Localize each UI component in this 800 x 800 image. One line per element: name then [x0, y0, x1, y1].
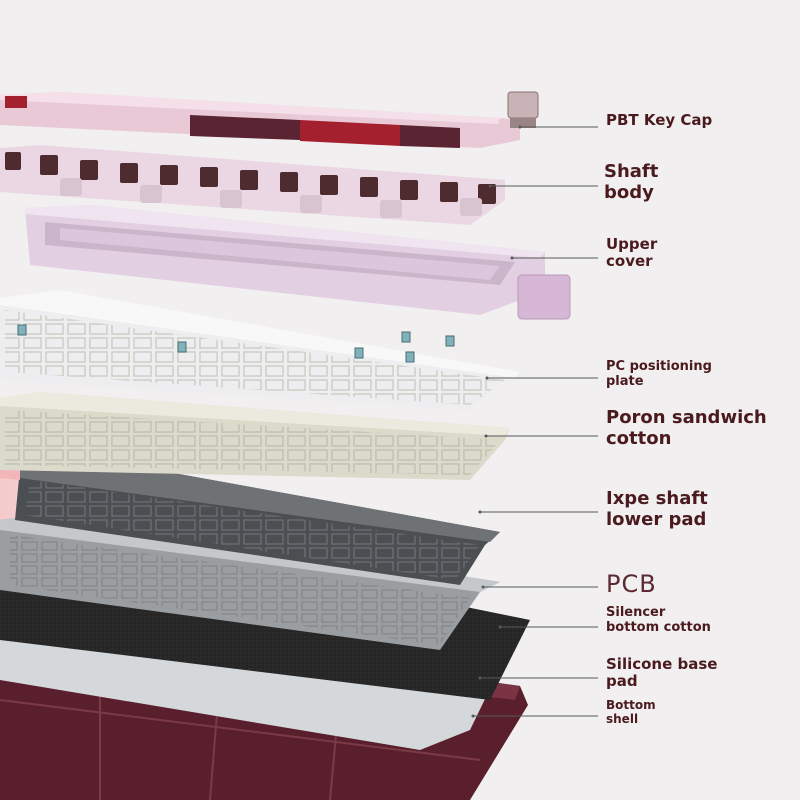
label-poron-sandwich-cotton: Poron sandwich cotton — [606, 407, 767, 449]
label-pbt-key-cap: PBT Key Cap — [606, 111, 713, 129]
label-line: PC positioning — [606, 359, 712, 374]
label-line: shell — [606, 711, 639, 726]
label-ixpe-shaft-lower-pad: Ixpe shaft lower pad — [606, 488, 708, 530]
label-pcb: PCB — [606, 570, 657, 599]
keycap-knob — [507, 91, 539, 119]
leader-lines — [473, 126, 598, 717]
label-silicone-base-pad: Silicone base pad — [606, 655, 718, 691]
label-line: Silencer — [606, 605, 666, 620]
label-bottom-shell: Bottom shell — [606, 698, 656, 727]
label-line: cotton — [606, 427, 672, 449]
switch-row — [5, 152, 496, 204]
label-line: pad — [606, 672, 638, 691]
label-line: lower pad — [606, 508, 707, 530]
upper-cover-layer — [25, 205, 571, 320]
label-silencer-bottom-cotton: Silencer bottom cotton — [606, 605, 711, 636]
label-line: PBT Key Cap — [606, 111, 713, 129]
label-line: Silicone base — [606, 655, 718, 673]
label-line: Poron sandwich — [606, 407, 767, 428]
ixpe-lower-pad-layer — [0, 458, 500, 585]
shaft-body-layer — [0, 145, 505, 225]
keycap-layer — [0, 91, 539, 148]
label-upper-cover: Upper cover — [606, 235, 658, 271]
pc-positioning-plate-layer — [0, 290, 520, 410]
poron-sandwich-layer — [0, 392, 510, 480]
label-shaft-body: Shaft body — [604, 161, 659, 203]
label-line: Shaft — [604, 161, 659, 182]
label-line: body — [604, 181, 654, 203]
label-pc-positioning-plate: PC positioning plate — [606, 359, 712, 390]
leader-dots — [471, 125, 522, 718]
label-line: Upper — [606, 235, 658, 253]
label-line: plate — [606, 373, 644, 389]
upper-cover-knob — [517, 274, 571, 320]
label-line: Bottom — [606, 698, 656, 712]
label-line: PCB — [606, 570, 657, 598]
label-line: bottom cotton — [606, 619, 711, 635]
label-line: Ixpe shaft — [606, 488, 708, 509]
label-line: cover — [606, 252, 653, 271]
